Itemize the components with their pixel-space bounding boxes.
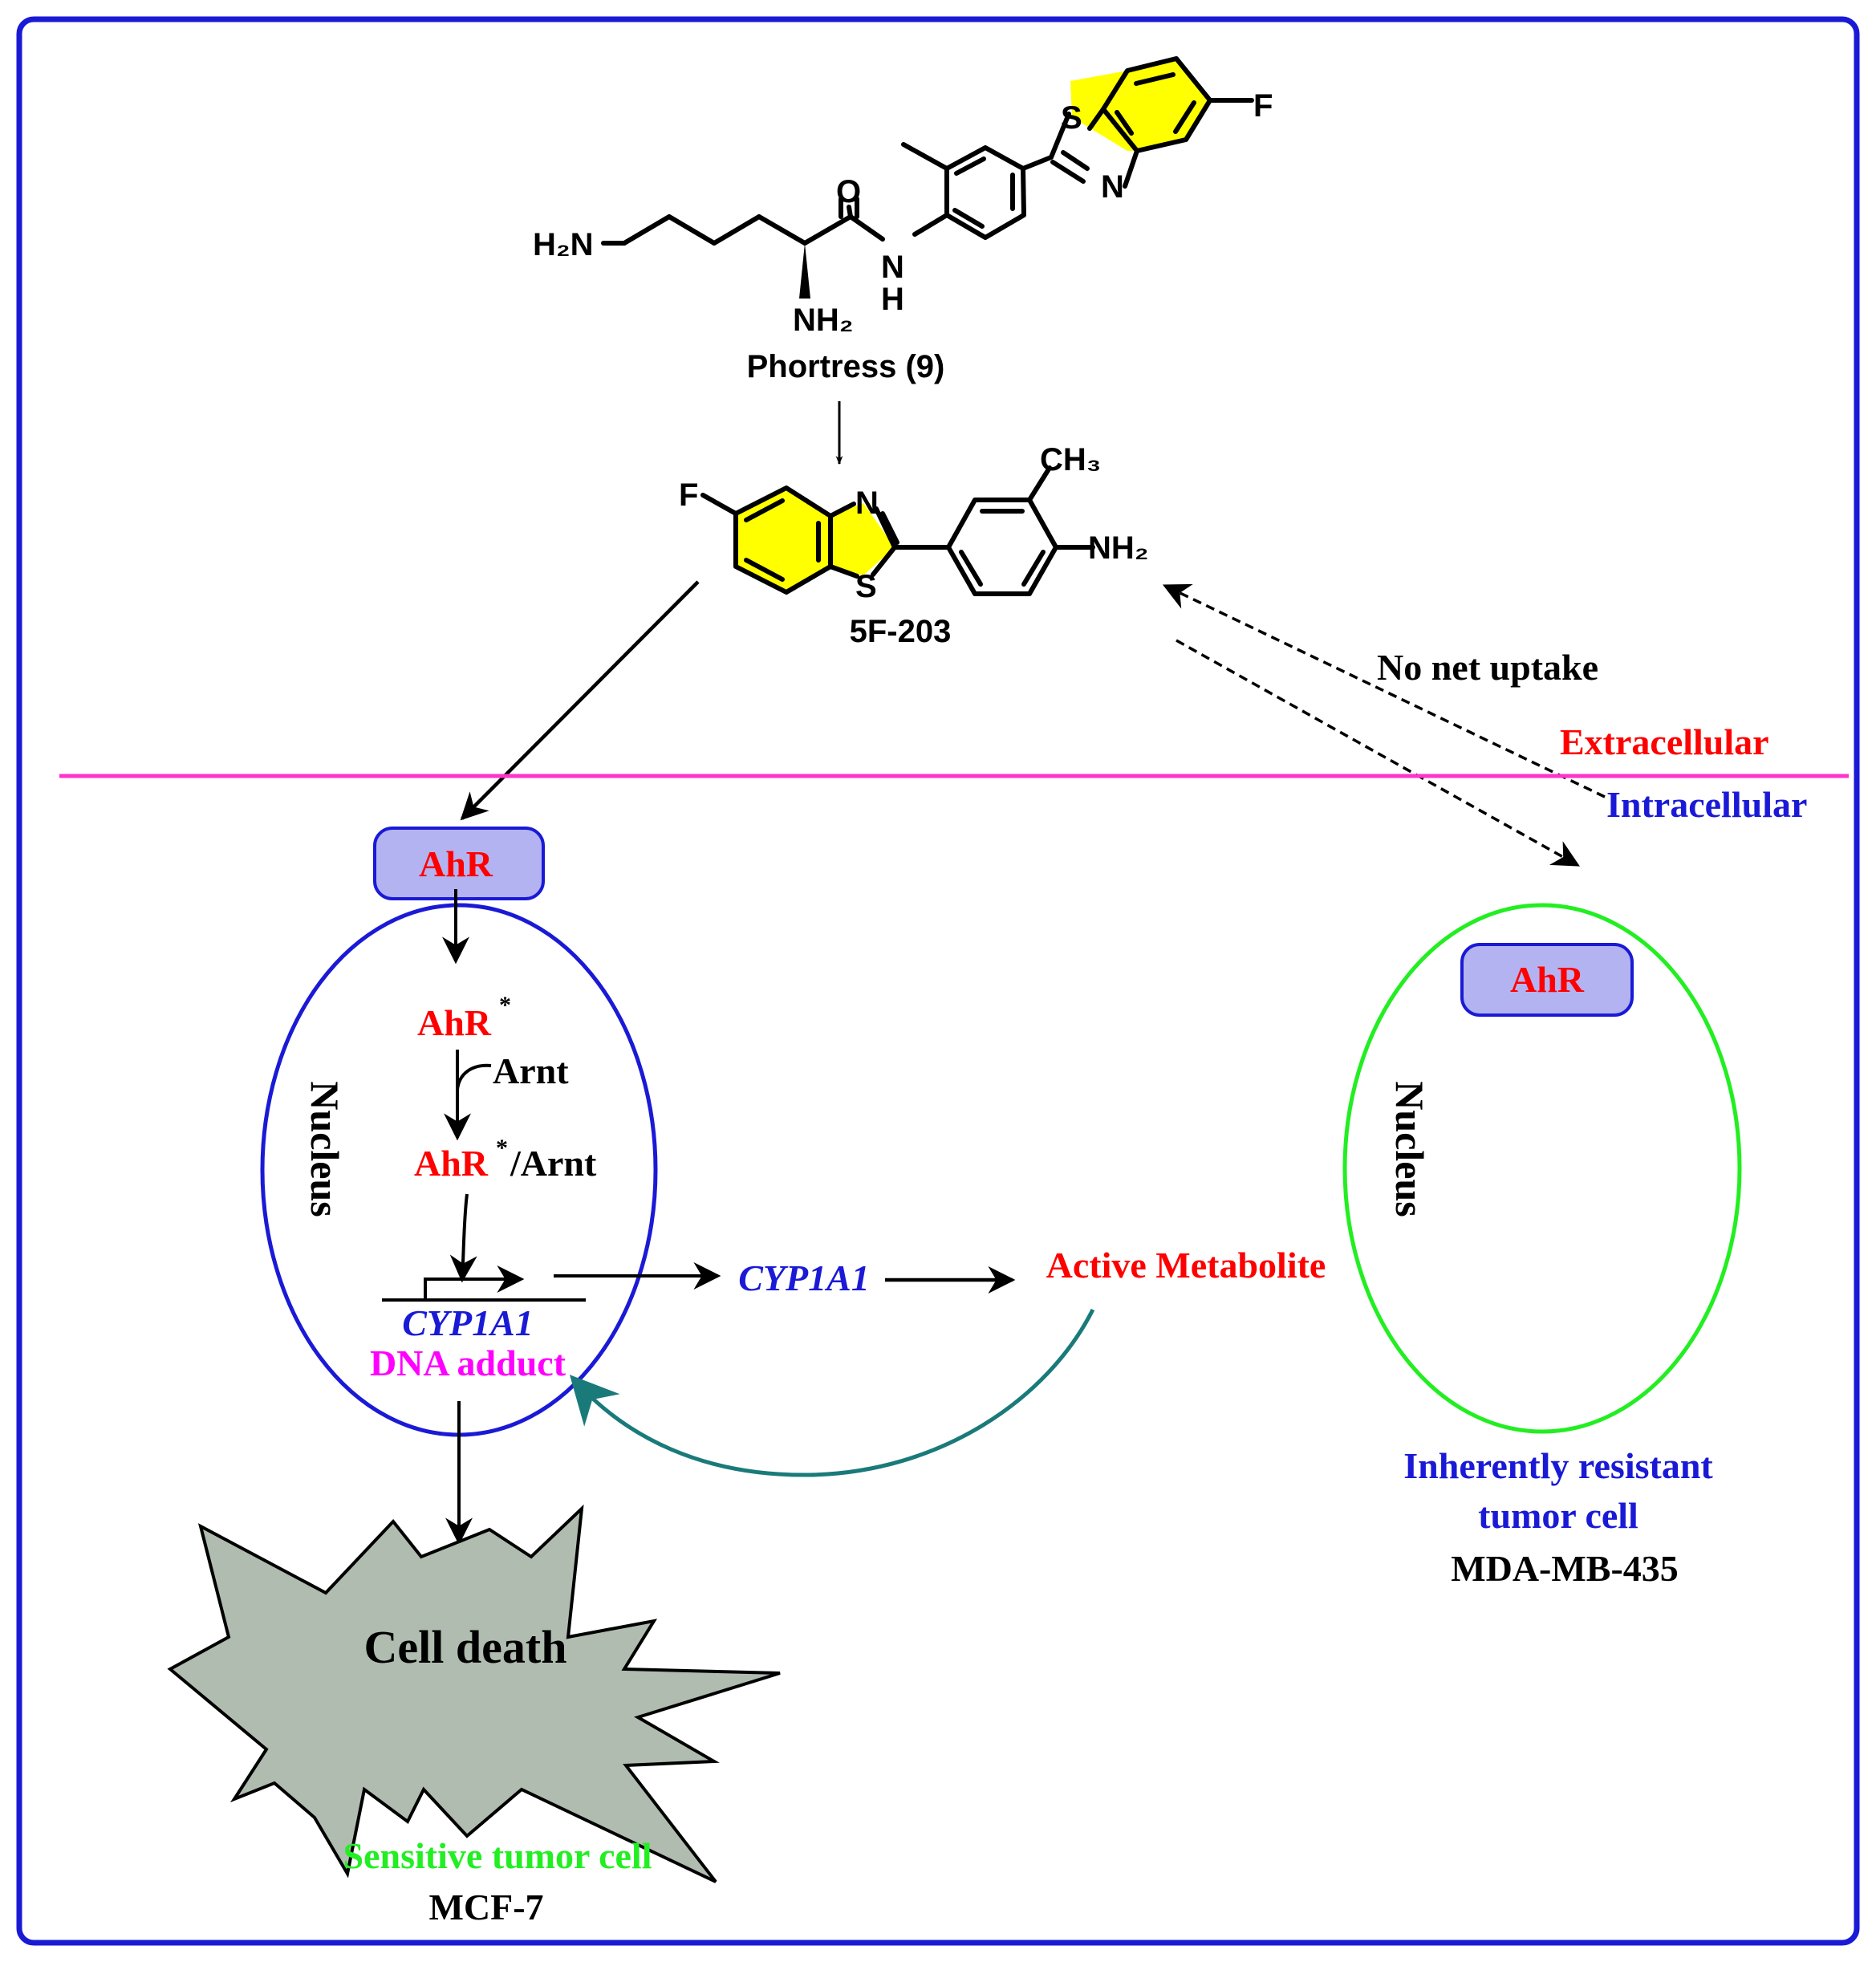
enzyme-label: CYP1A1 (738, 1257, 870, 1298)
dna-adduct-label: DNA adduct (370, 1343, 566, 1383)
phortress-s: S (1061, 100, 1082, 136)
complex-ahr-label: AhR (414, 1143, 489, 1184)
ahr-box-resistant (1460, 943, 1634, 1017)
sensitive-nucleus-label: Nucleus (303, 1081, 347, 1217)
f203-name: 5F-203 (850, 614, 952, 649)
phortress-nh2: NH₂ (793, 303, 854, 338)
dashed-arrow-efflux (1162, 583, 1606, 798)
resistant-cell-label-2: tumor cell (1478, 1495, 1638, 1536)
arnt-label: Arnt (493, 1050, 569, 1091)
metabolite-label: Active Metabolite (1046, 1245, 1326, 1286)
ahr-box-resistant-label: AhR (1510, 959, 1585, 1000)
ahr-star-asterisk: * (499, 992, 511, 1018)
cell-death-starburst (167, 1504, 781, 1883)
outer-frame (16, 16, 1860, 1946)
phortress-o: O (836, 174, 861, 209)
f203-n-ring: N (855, 485, 879, 521)
f203-f: F (679, 477, 698, 513)
arrow-5f203-to-ahr (460, 580, 700, 821)
f203-molecule (700, 465, 1095, 596)
intracellular-label: Intracellular (1606, 784, 1807, 825)
resistant-nucleus-label: Nucleus (1387, 1081, 1432, 1217)
extracellular-label: Extracellular (1560, 721, 1769, 762)
ahr-box-sensitive (373, 827, 545, 900)
dashed-arrow-influx (1176, 639, 1580, 867)
ahr-box-sensitive-label: AhR (419, 843, 493, 884)
phortress-n-ring: N (1101, 169, 1124, 205)
resistant-cell-label-1: Inherently resistant (1403, 1445, 1713, 1486)
phortress-name: Phortress (9) (747, 349, 945, 384)
gene-label: CYP1A1 (402, 1302, 534, 1343)
f203-ch3: CH₃ (1040, 442, 1101, 477)
sensitive-cell-line: MCF-7 (428, 1887, 543, 1927)
f203-s: S (855, 569, 877, 604)
resistant-nucleus (1342, 903, 1742, 1434)
teal-return-arrow (569, 1308, 1095, 1477)
arnt-hook (456, 1063, 492, 1091)
phortress-n-amide: N (881, 250, 904, 285)
resistant-cell-line: MDA-MB-435 (1451, 1548, 1679, 1589)
f203-nh2: NH₂ (1088, 530, 1149, 566)
phortress-f: F (1253, 88, 1273, 124)
no-net-uptake-label: No net uptake (1377, 647, 1598, 688)
phortress-h2n: H₂N (533, 227, 594, 262)
arrow-complex-to-gene (449, 1193, 477, 1283)
promoter-arrow (424, 1265, 525, 1300)
sensitive-cell-label: Sensitive tumor cell (343, 1835, 652, 1876)
phortress-h-amide: H (881, 282, 904, 317)
complex-asterisk: * (496, 1135, 508, 1161)
ahr-star-label: AhR (417, 1002, 492, 1043)
cell-death-label: Cell death (364, 1621, 567, 1673)
phortress-molecule (601, 56, 1254, 299)
complex-arnt-label: /Arnt (510, 1143, 597, 1184)
